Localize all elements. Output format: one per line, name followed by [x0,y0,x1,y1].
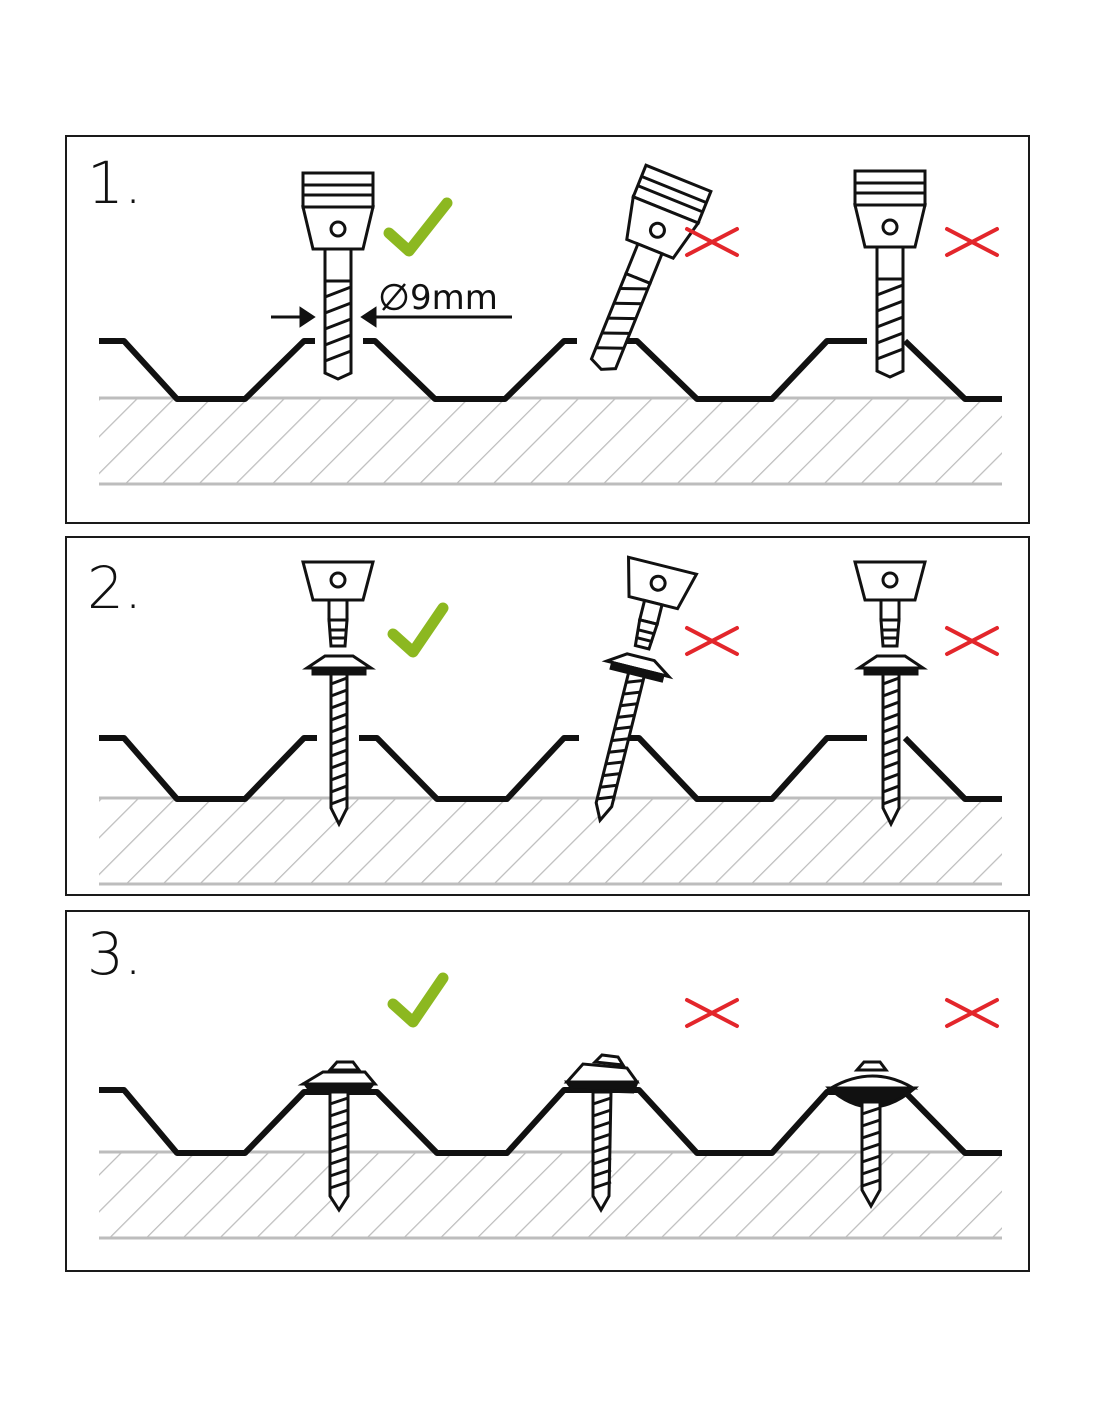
fastener-correct [297,1060,379,1213]
diameter-annotation [271,306,512,328]
cross-icon [945,626,999,656]
step-1-diagram: 1. [87,149,1002,486]
step-1-panel: 1. [65,135,1030,524]
cross-icon [945,998,999,1028]
fastener-under-tightened [563,1053,640,1214]
check-icon [387,602,449,658]
step-2-diagram: 2. [87,554,1002,886]
substrate [99,796,1002,886]
step-number: 3. [87,920,142,988]
substrate [99,396,1002,486]
step-3-panel: 3. [65,910,1030,1272]
step-number: 2. [87,554,142,622]
substrate [99,1150,1002,1240]
step-3-diagram: 3. [87,920,1002,1240]
roof-sheet [99,338,1002,402]
check-icon [383,197,453,257]
screwdriver-correct [301,560,376,828]
drill-diameter-label: 9mm [410,278,498,318]
fastener-over-tightened [825,1060,920,1210]
step-number: 1. [87,149,142,217]
cross-icon [945,227,999,257]
cross-icon [685,227,739,257]
screwdriver-off-center [853,560,928,828]
cross-icon [685,626,739,656]
step-2-panel: 2. [65,536,1030,896]
drill-tilted [589,163,713,371]
drill-correct [301,171,375,381]
roof-sheet [99,735,1002,802]
check-icon [387,972,449,1028]
cross-icon [685,998,739,1028]
screwdriver-tilted [594,555,699,824]
diameter-symbol [380,283,408,311]
drill-off-center [853,169,927,379]
